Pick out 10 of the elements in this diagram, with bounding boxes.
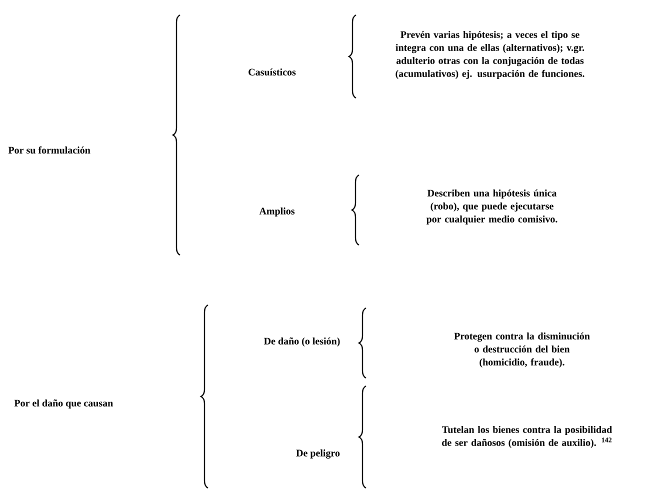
description-text: Protegen contra la disminución o destrucción del bien (homicidio, fraude). <box>454 332 590 368</box>
description-text: Prevén varias hipótesis; a veces el tipo se integra con una de ellas (alternativos); v.gr. adulterio otras con la conjugación de todas (acumulativos) ej. usurpación de funciones. <box>396 30 584 80</box>
category-label: Amplios <box>259 207 295 217</box>
category-label: Casuísticos <box>248 68 296 76</box>
category-label: Por su formulación <box>8 146 90 154</box>
category-label: De daño (o lesión) <box>264 337 340 347</box>
category-label: De peligro <box>296 449 340 459</box>
category-label: Por el daño que causan <box>14 399 113 409</box>
description-text: Describen una hipótesis única (robo), que puede ejecutarse por cualquier medio comisivo. <box>426 189 558 225</box>
description-text: Tutelan los bienes contra la posibilidad de ser dañosos (omisión de auxilio). $^{142}$ <box>442 426 612 448</box>
